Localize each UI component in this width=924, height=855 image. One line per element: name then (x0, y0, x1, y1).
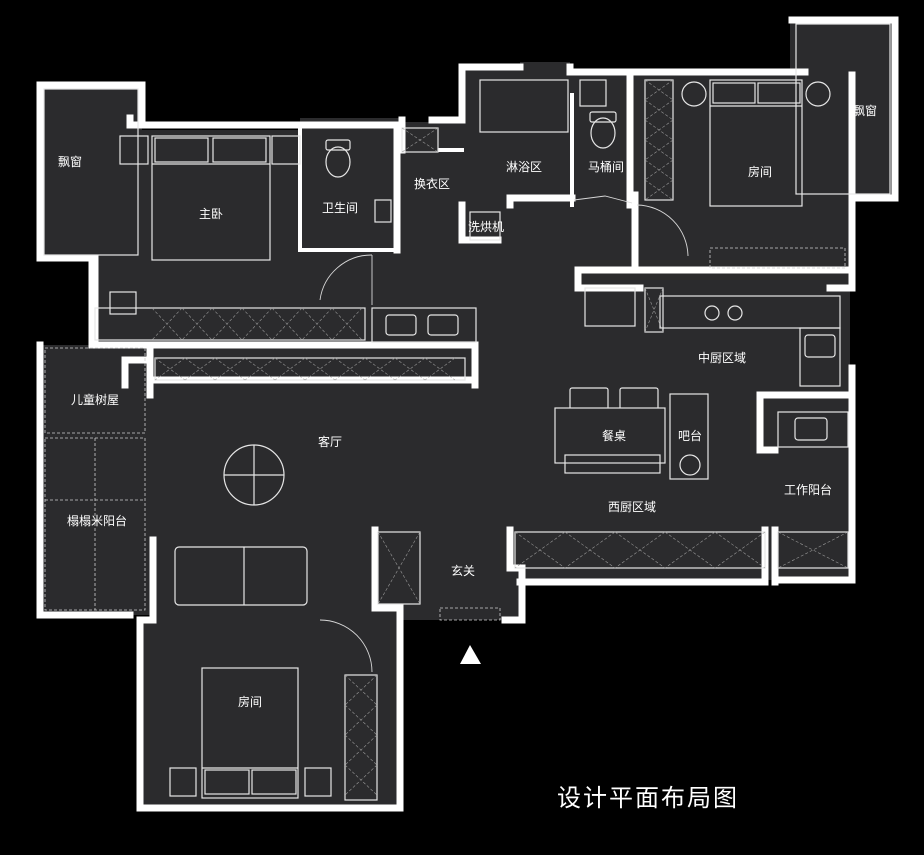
living-room-furniture (154, 357, 849, 606)
label-master-bedroom: 主卧 (199, 207, 223, 221)
bay-windows (43, 23, 891, 256)
dining-furniture (554, 387, 709, 480)
label-tatami-balcony: 榻榻米阳台 (67, 513, 127, 528)
label-kids-house: 儿童树屋 (71, 392, 119, 407)
label-bay-left: 飘窗 (58, 155, 82, 169)
wet-area-fixtures (469, 79, 633, 241)
label-western-kitchen: 西厨区域 (608, 500, 656, 514)
label-dressing: 换衣区 (414, 176, 450, 191)
label-toilet: 马桶间 (588, 159, 624, 174)
label-dining-table: 餐桌 (602, 428, 626, 443)
foyer-details (439, 607, 501, 664)
master-bedroom-furniture (94, 135, 373, 341)
label-washer: 洗烘机 (468, 220, 504, 234)
plan-title: 设计平面布局图 (557, 784, 739, 812)
label-foyer: 玄关 (451, 563, 475, 578)
room-labels: 飘窗 主卧 卫生间 换衣区 淋浴区 洗烘机 马桶间 房间 飘窗 儿童树屋 榻榻米… (58, 104, 877, 709)
tatami-balcony-details (44, 347, 146, 611)
entrance-arrow-icon (460, 645, 481, 664)
label-bay-right: 飘窗 (853, 104, 877, 118)
master-bath-fixtures (325, 127, 477, 343)
label-bedroom-ne: 房间 (748, 164, 772, 179)
label-bedroom-sw: 房间 (238, 694, 262, 709)
label-bar: 吧台 (678, 428, 702, 443)
label-shower: 淋浴区 (506, 160, 542, 174)
bedroom-sw-furniture (169, 619, 378, 801)
label-middle-kitchen: 中厨区域 (698, 350, 746, 365)
bedroom-ne-furniture (636, 79, 846, 269)
floor-areas (38, 18, 895, 808)
label-living-room: 客厅 (318, 434, 342, 449)
label-work-balcony: 工作阳台 (784, 482, 832, 497)
middle-kitchen-fixtures (584, 287, 849, 448)
label-master-bath: 卫生间 (322, 201, 358, 215)
